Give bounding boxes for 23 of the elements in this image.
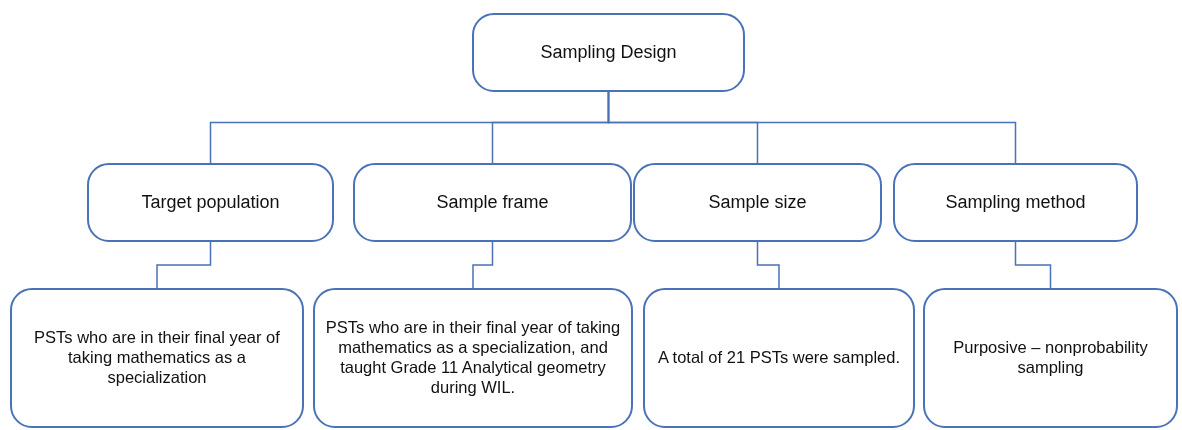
root-box: [472, 13, 745, 92]
category-box: [313, 288, 633, 428]
box-text: Purposive – nonprobability sampling: [952, 338, 1149, 378]
connector-line: [472, 241, 494, 289]
category-box: [643, 288, 915, 428]
box-text: A total of 21 PSTs were sampled.: [657, 348, 901, 368]
connector-line: [756, 241, 780, 289]
connector-line: [607, 91, 1017, 164]
category-box: [923, 288, 1178, 428]
category-box: [633, 163, 882, 242]
box-text: PSTs who are in their final year of taking mathematics as a specialization: [33, 328, 281, 388]
box-text: Sampling Design: [540, 41, 677, 64]
box-text: PSTs who are in their final year of taking mathematics as a specialization, and taught Grade 11 Analytical geometry during WIL.: [325, 318, 621, 398]
category-box: [10, 288, 304, 428]
category-box: [353, 163, 632, 242]
category-box: [87, 163, 334, 242]
box-text: Target population: [141, 191, 280, 214]
category-box: [893, 163, 1138, 242]
box-text: Sampling method: [945, 191, 1086, 214]
connector-line: [1014, 241, 1052, 289]
box-text: Sample frame: [436, 191, 549, 214]
box-text: Sample size: [708, 191, 807, 214]
connector-line: [156, 241, 212, 289]
